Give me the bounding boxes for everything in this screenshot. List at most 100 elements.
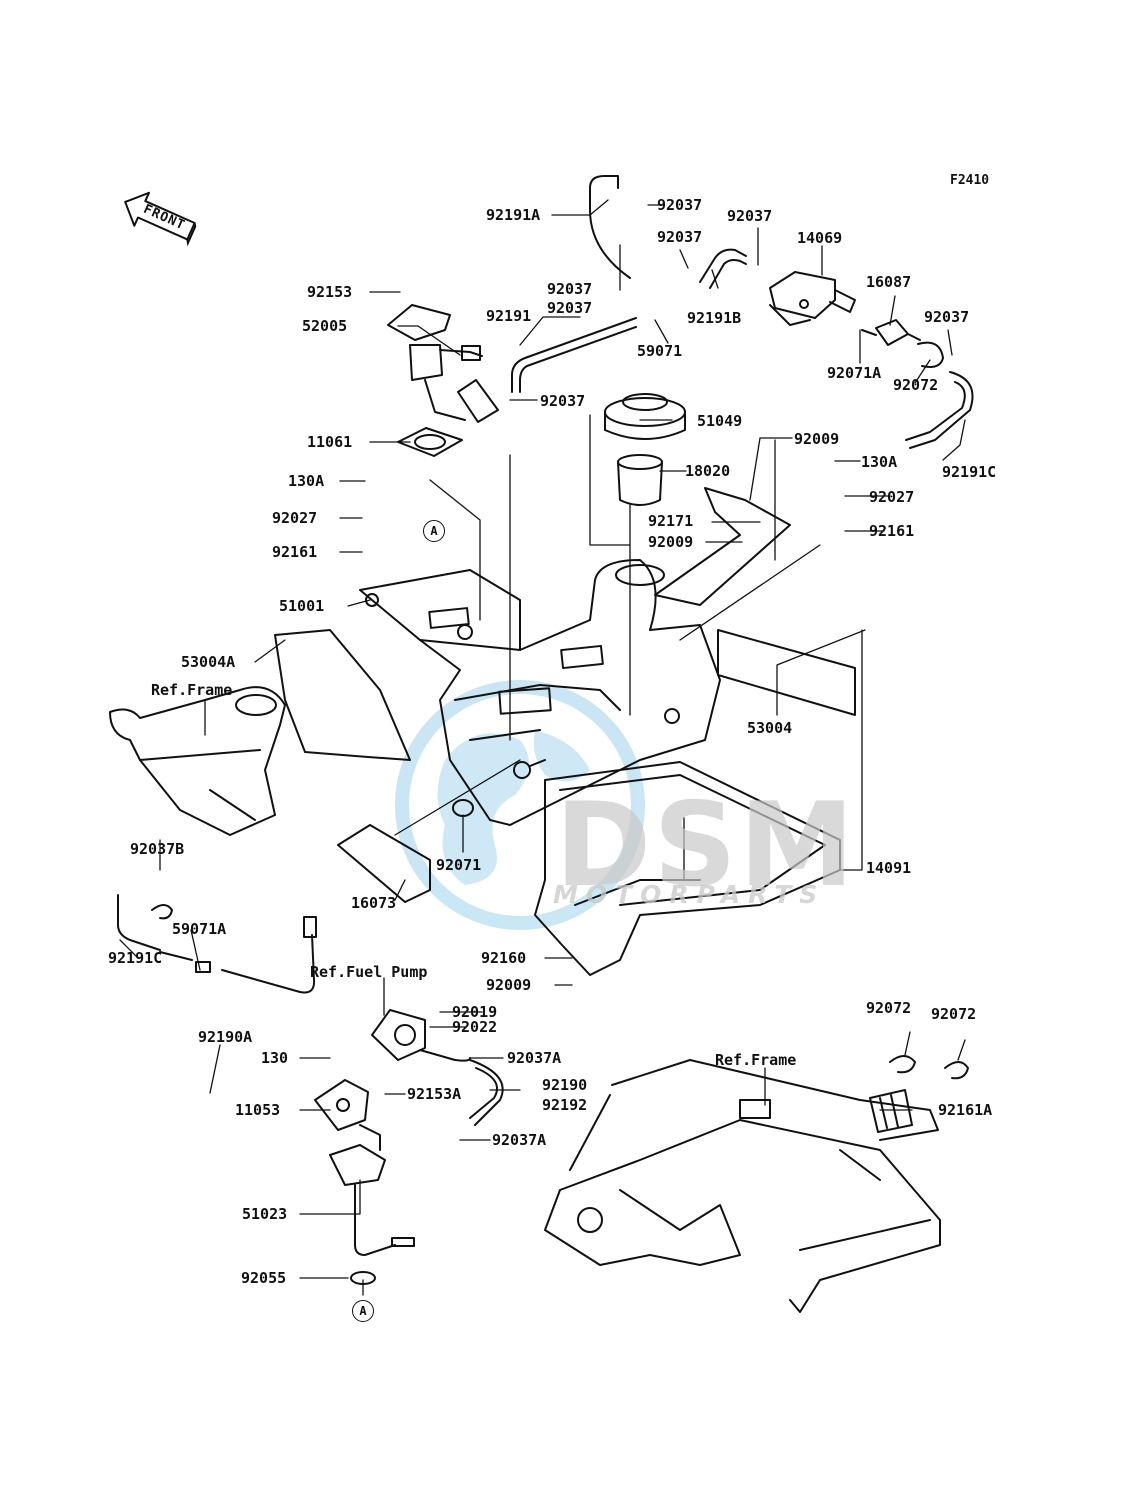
- ref-frame-bottom-label: Ref.Frame: [715, 1051, 797, 1069]
- part-label-92072: 92072: [931, 1005, 977, 1023]
- fuel-pump-assembly: [371, 1009, 471, 1062]
- vent-hose-92191: [511, 317, 637, 393]
- part-label-59071A: 59071A: [172, 920, 227, 938]
- union-59071A: [159, 951, 211, 973]
- fuel-tank-51001: [359, 559, 721, 826]
- cap-51049: [604, 393, 686, 440]
- ref-frame-top-label: Ref.Frame: [151, 681, 233, 699]
- part-label-92191B: 92191B: [687, 309, 742, 327]
- part-label-92191C: 92191C: [942, 463, 997, 481]
- clamps-92072-lower: [889, 1055, 969, 1080]
- part-label-92161: 92161: [272, 543, 318, 561]
- part-label-11053: 11053: [235, 1101, 281, 1119]
- hose-92161A: [869, 1089, 913, 1133]
- part-label-130A: 130A: [288, 472, 325, 490]
- fuel-pump-unit-52005: [387, 304, 499, 423]
- vent-hose-92191B: [699, 248, 747, 289]
- part-label-51001: 51001: [279, 597, 325, 615]
- part-label-92037: 92037: [924, 308, 970, 326]
- fuel-cock-51023: [329, 1124, 415, 1256]
- hose-92191C-left: [117, 894, 161, 951]
- part-label-92009: 92009: [648, 533, 694, 551]
- part-label-92071A: 92071A: [827, 364, 882, 382]
- hose-92190-92192: [469, 1059, 504, 1126]
- part-label-92191: 92191: [486, 307, 532, 325]
- part-label-92027: 92027: [272, 509, 318, 527]
- figure-number: F2410: [950, 173, 990, 188]
- leader-lines: [119, 199, 966, 1296]
- part-label-14091: 14091: [866, 859, 912, 877]
- part-label-92190: 92190: [542, 1076, 588, 1094]
- part-label-92037: 92037: [547, 299, 593, 317]
- filter-16087: [861, 319, 921, 346]
- front-indicator: FRONT: [115, 182, 203, 252]
- part-label-92009: 92009: [486, 976, 532, 994]
- part-label-51049: 51049: [697, 412, 743, 430]
- part-label-92037: 92037: [547, 280, 593, 298]
- part-label-92192: 92192: [542, 1096, 588, 1114]
- part-label-130A: 130A: [861, 453, 898, 471]
- vent-hose-92191A: [589, 175, 631, 279]
- circle-ref-a-bottom: A: [352, 1300, 374, 1322]
- part-label-92037A: 92037A: [492, 1131, 547, 1149]
- part-label-92072: 92072: [866, 999, 912, 1017]
- cover-16073: [337, 824, 431, 903]
- part-label-92037: 92037: [727, 207, 773, 225]
- gasket-11061: [397, 427, 463, 457]
- part-label-92161A: 92161A: [938, 1101, 993, 1119]
- part-label-11061: 11061: [307, 433, 353, 451]
- part-label-92055: 92055: [241, 1269, 287, 1287]
- part-label-92037B: 92037B: [130, 840, 185, 858]
- part-label-16073: 16073: [351, 894, 397, 912]
- frame-bottom-right: [544, 1059, 941, 1313]
- part-label-52005: 52005: [302, 317, 348, 335]
- canister-14069: [769, 271, 856, 326]
- part-label-92191C: 92191C: [108, 949, 163, 967]
- part-label-92190A: 92190A: [198, 1028, 253, 1046]
- part-label-51023: 51023: [242, 1205, 288, 1223]
- part-label-92161: 92161: [869, 522, 915, 540]
- fuel-cock-92071-grommet: [452, 759, 546, 817]
- part-label-92037: 92037: [657, 196, 703, 214]
- hose-92191C-right: [905, 371, 974, 449]
- clip-92037B: [151, 904, 173, 920]
- part-label-14069: 14069: [797, 229, 843, 247]
- part-label-53004A: 53004A: [181, 653, 236, 671]
- part-label-92160: 92160: [481, 949, 527, 967]
- part-label-92037A: 92037A: [507, 1049, 562, 1067]
- frame-bracket-left: [109, 686, 286, 836]
- hose-92190A: [221, 916, 317, 994]
- ref-fuel-pump-label: Ref.Fuel Pump: [310, 963, 428, 981]
- filler-neck-18020: [617, 454, 663, 506]
- part-label-92037: 92037: [657, 228, 703, 246]
- part-label-18020: 18020: [685, 462, 731, 480]
- oring-92055: [350, 1271, 376, 1285]
- part-label-92072: 92072: [893, 376, 939, 394]
- part-label-92019: 92019: [452, 1003, 498, 1021]
- bracket-11053: [314, 1079, 369, 1131]
- part-label-92027: 92027: [869, 488, 915, 506]
- part-label-92191A: 92191A: [486, 206, 541, 224]
- clamp-92072-upper: [917, 341, 944, 368]
- part-label-16087: 16087: [866, 273, 912, 291]
- part-label-92153A: 92153A: [407, 1085, 462, 1103]
- watermark-brand: DSM: [555, 778, 857, 913]
- part-label-59071: 59071: [637, 342, 683, 360]
- part-label-92009: 92009: [794, 430, 840, 448]
- circle-ref-a-top: A: [423, 520, 445, 542]
- bracket-92171: [654, 487, 791, 606]
- side-cover-53004A: [274, 629, 411, 761]
- part-label-92153: 92153: [307, 283, 353, 301]
- part-label-92037: 92037: [540, 392, 586, 410]
- part-label-92071: 92071: [436, 856, 482, 874]
- part-label-92022: 92022: [452, 1018, 498, 1036]
- part-label-130: 130: [261, 1049, 289, 1067]
- part-label-92171: 92171: [648, 512, 694, 530]
- pad-53004: [717, 629, 856, 716]
- part-label-53004: 53004: [747, 719, 793, 737]
- tray-14091: [534, 761, 841, 976]
- front-arrow-icon: [124, 191, 197, 247]
- watermark-sub: MOTORPARTS: [553, 880, 826, 909]
